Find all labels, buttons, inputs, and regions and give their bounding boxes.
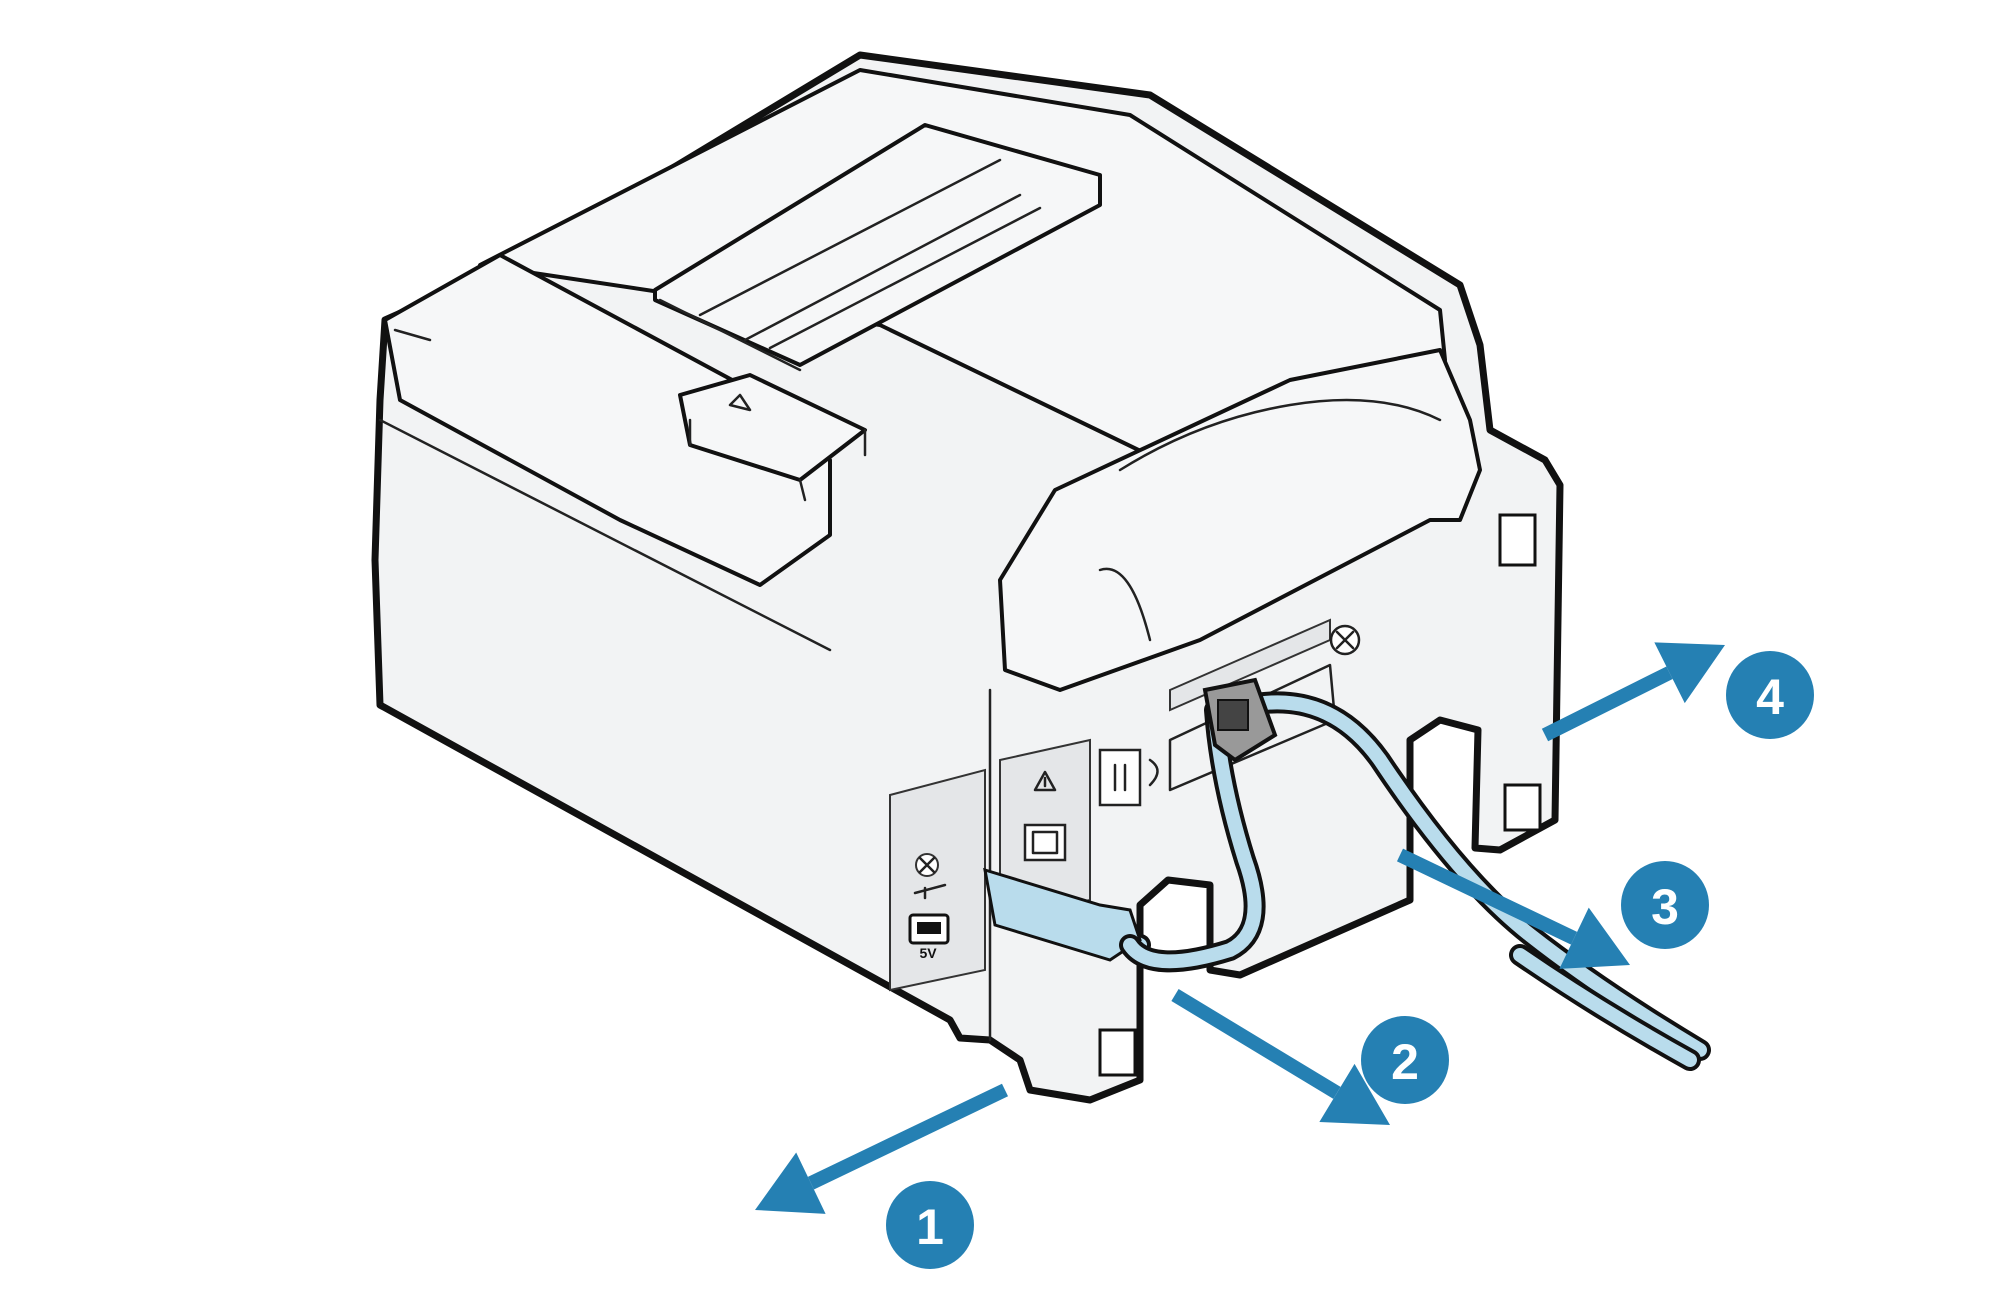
direction-arrow-3-shaft xyxy=(1396,848,1578,945)
usb-voltage-label: 5V xyxy=(919,945,937,961)
direction-arrow-2-shaft xyxy=(1171,989,1341,1099)
direction-badge-2-label: 2 xyxy=(1391,1034,1419,1090)
rear-foot-left xyxy=(1098,1028,1137,1077)
feed-button[interactable] xyxy=(678,373,867,482)
direction-badge-1 xyxy=(886,1181,974,1269)
power-icon xyxy=(1148,758,1159,787)
screw-slot xyxy=(918,856,936,874)
warning-triangle-icon xyxy=(1033,770,1057,792)
direction-arrow-3-head xyxy=(1559,907,1630,969)
direction-arrow-1-head xyxy=(755,1152,826,1214)
direction-badges: 1 2 3 4 xyxy=(886,651,1814,1269)
usb-port-insert xyxy=(917,922,941,934)
direction-arrow-2-head xyxy=(1319,1063,1390,1125)
rear-foot-right xyxy=(1503,783,1542,832)
direction-arrows xyxy=(755,642,1725,1214)
direction-arrow-4-shaft xyxy=(1541,666,1673,742)
direction-badge-3-label: 3 xyxy=(1651,879,1679,935)
power-switch[interactable] xyxy=(1098,748,1142,807)
direction-badge-4 xyxy=(1726,651,1814,739)
usb-plug xyxy=(983,867,1142,962)
ethernet-port[interactable] xyxy=(1023,823,1067,862)
usb-symbol-icon xyxy=(913,883,947,900)
direction-badge-3 xyxy=(1621,861,1709,949)
direction-arrow-1-shaft xyxy=(807,1083,1009,1190)
rear-foot-top xyxy=(1498,513,1537,567)
cables xyxy=(983,677,1711,1071)
connector-panel-left: 5V xyxy=(889,768,986,992)
direction-badge-2 xyxy=(1361,1016,1449,1104)
direction-badge-4-label: 4 xyxy=(1756,669,1784,725)
direction-arrow-4-head xyxy=(1654,642,1725,704)
direction-badge-1-label: 1 xyxy=(916,1199,944,1255)
printer-body xyxy=(371,51,1564,1104)
